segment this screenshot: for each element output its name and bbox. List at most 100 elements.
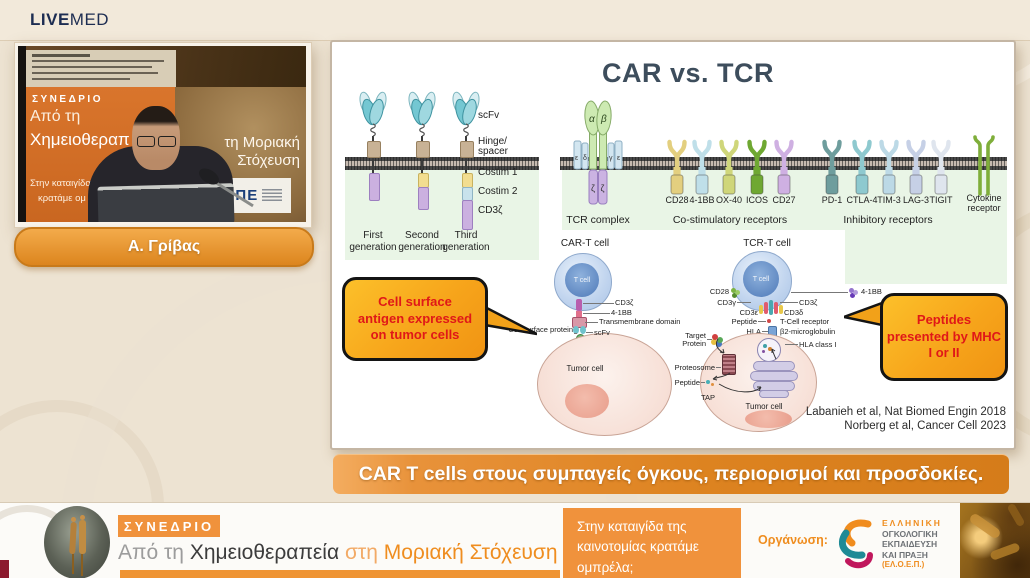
glasses-lens-right bbox=[158, 136, 176, 147]
tcr-complex-illustration: α β ε δ γ ε ζ ζ bbox=[573, 100, 623, 205]
speaker-name: Α. Γρίβας bbox=[127, 238, 201, 255]
citations: Labanieh et al, Nat Biomed Engin 2018 No… bbox=[782, 405, 1006, 433]
footer-microbe-photo bbox=[960, 503, 1030, 578]
partners-text-line bbox=[32, 72, 158, 74]
leader-line bbox=[785, 344, 798, 345]
tcr-delta-label: δ bbox=[583, 155, 587, 162]
cell-membrane bbox=[345, 157, 539, 170]
speaker-video-panel[interactable]: ΣΥΝΕΔΡΙΟ Από τη Χημειοθεραπ τη Μοριακή Σ… bbox=[14, 42, 312, 228]
org-line-5: (ΕΛ.Ο.Ε.Π.) bbox=[882, 560, 925, 569]
label-cd3g: CD3γ bbox=[717, 298, 736, 307]
peptide-dot bbox=[706, 380, 710, 384]
partners-text-line bbox=[32, 66, 152, 68]
backdrop-apo-ti: Από τη bbox=[30, 108, 81, 125]
hinge-spacer-box bbox=[367, 141, 381, 158]
label-costim1: Costim 1 bbox=[478, 167, 518, 178]
emblem-figure-head bbox=[71, 517, 76, 522]
label-cell-surface-protein: Cell surface protein bbox=[508, 325, 573, 334]
tcr-gamma-label: γ bbox=[609, 155, 613, 162]
label-protein: Protein bbox=[682, 339, 706, 348]
lecture-title: CAR T cells στους συμπαγείς όγκους, περι… bbox=[358, 463, 984, 485]
microbe-rod bbox=[989, 542, 1021, 561]
speaker-video-still: ΣΥΝΕΔΡΙΟ Από τη Χημειοθεραπ τη Μοριακή Σ… bbox=[18, 46, 306, 222]
tcr-tumor-nucleolus bbox=[745, 410, 792, 428]
tcr-stack-pink bbox=[774, 302, 778, 314]
conference-title: Από τη Χημειοθεραπεία στη Μοριακή Στόχευ… bbox=[118, 541, 558, 565]
tcr-stack-pink bbox=[764, 302, 768, 314]
label-tim3: TIM-3 bbox=[877, 195, 901, 205]
label-cd3z: CD3ζ bbox=[478, 205, 503, 216]
title-part-sti: στη bbox=[339, 541, 384, 564]
org-line-4: ΚΑΙ ΠΡΑΞΗ bbox=[882, 549, 928, 560]
costim1-domain bbox=[461, 173, 473, 188]
org-line-2: ΟΓΚΟΛΟΓΙΚΗ bbox=[882, 528, 938, 539]
footer-orange-strip bbox=[120, 570, 560, 578]
tcr-t-nucleus: T cell bbox=[743, 261, 779, 297]
receptor-lag3-icon bbox=[903, 134, 929, 196]
costim2-domain bbox=[461, 187, 473, 201]
logo-live: LIVE bbox=[30, 10, 70, 29]
label-tcr-complex: TCR complex bbox=[566, 214, 630, 226]
label-transmembrane: Transmembrane domain bbox=[599, 317, 681, 326]
leader-line bbox=[758, 321, 766, 322]
label-pd1: PD-1 bbox=[821, 195, 843, 205]
tagline-line: Στην καταιγίδα της bbox=[577, 519, 687, 534]
label-car-cd3z: CD3ζ bbox=[615, 298, 634, 307]
car-t-title: CAR-T cell bbox=[560, 238, 610, 249]
callout-line: on tumor cells bbox=[370, 327, 460, 343]
receptor-41bb-icon bbox=[689, 134, 715, 196]
peptide-dot bbox=[711, 383, 714, 386]
leader-line bbox=[585, 322, 598, 323]
leader-line bbox=[762, 331, 768, 332]
backdrop-storm-line1: Στην καταιγίδα της bbox=[30, 178, 108, 189]
partners-text-line bbox=[32, 78, 130, 80]
label-ox40: OX-40 bbox=[715, 195, 742, 205]
leader-line bbox=[707, 339, 712, 340]
gen-word: generation bbox=[442, 241, 490, 253]
callout-line: presented by MHC bbox=[886, 328, 1002, 344]
leader-line bbox=[791, 292, 848, 293]
car-tumor-label: Tumor cell bbox=[566, 364, 604, 373]
leader-line bbox=[737, 302, 751, 303]
emblem-figure bbox=[69, 521, 77, 555]
callout-line: Peptides bbox=[916, 312, 972, 328]
label-cd28: CD28 bbox=[709, 287, 729, 296]
tcr-eps-label: ε bbox=[575, 155, 578, 162]
label-41bb: 4-1BB bbox=[861, 287, 882, 296]
t-cell-label: T cell bbox=[752, 275, 770, 283]
gen-word: generation bbox=[398, 241, 446, 253]
emblem-figure-legs bbox=[81, 554, 83, 576]
label-ctla4: CTLA-4 bbox=[846, 195, 878, 205]
label-hla-class-1: HLA class I bbox=[799, 340, 837, 349]
pathway-arrows bbox=[712, 338, 777, 393]
presentation-slide: CAR vs. TCR scFv Hinge/ spacer Costim 1 … bbox=[330, 40, 1016, 450]
target-protein-blob bbox=[712, 334, 718, 340]
cd3z-domain bbox=[417, 187, 429, 210]
leader-line bbox=[716, 367, 721, 368]
speaker-glasses bbox=[136, 136, 176, 147]
synedrio-badge: ΣΥΝΕΔΡΙΟ bbox=[118, 515, 220, 537]
tcr-tumor-label: Tumor cell bbox=[745, 402, 783, 411]
backdrop-synedrio: ΣΥΝΕΔΡΙΟ bbox=[32, 94, 103, 105]
partners-card bbox=[26, 50, 176, 87]
peptide-dot bbox=[767, 319, 771, 323]
logo-med: MED bbox=[69, 10, 110, 29]
citation-2: Norberg et al, Cancer Cell 2023 bbox=[844, 420, 1006, 432]
golgi-stack bbox=[759, 390, 789, 398]
leader-line bbox=[583, 313, 610, 314]
label-costimulatory: Co-stimulatory receptors bbox=[672, 214, 788, 226]
tcr-stack-teal bbox=[769, 300, 773, 315]
conference-emblem bbox=[44, 506, 110, 578]
citation-1: Labanieh et al, Nat Biomed Engin 2018 bbox=[805, 406, 1006, 418]
label-car-scfv: scFv bbox=[594, 328, 610, 337]
receptor-icos-icon bbox=[744, 134, 770, 196]
receptor-tim3-icon bbox=[876, 134, 902, 196]
lecture-title-banner: CAR T cells στους συμπαγείς όγκους, περι… bbox=[333, 454, 1009, 494]
label-car-41bb: 4-1BB bbox=[611, 308, 632, 317]
hinge-spacer-box bbox=[460, 141, 474, 158]
label-spacer: spacer bbox=[478, 146, 509, 157]
organizer-label: Οργάνωση: bbox=[758, 533, 828, 547]
backdrop-stoxefsi: Στόχευση bbox=[237, 152, 300, 169]
